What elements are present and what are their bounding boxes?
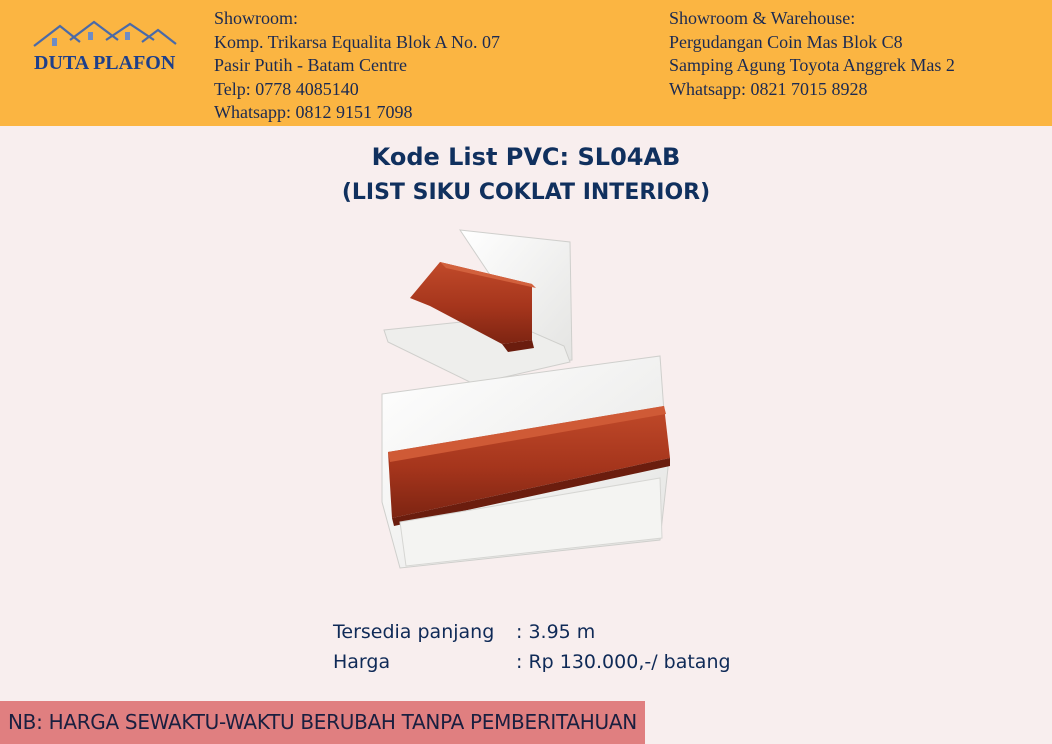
price-notice-text: NB: HARGA SEWAKTU-WAKTU BERUBAH TANPA PE…	[8, 710, 637, 734]
pvc-corner-trim-image	[370, 222, 690, 582]
logo-text: DUTA PLAFON	[34, 52, 176, 74]
showroom-title: Showroom:	[214, 8, 299, 28]
spec-value: : 3.95 m	[516, 621, 596, 643]
showroom-address: Showroom: Komp. Trikarsa Equalita Blok A…	[214, 7, 500, 125]
warehouse-line: Pergudangan Coin Mas Blok C8	[669, 31, 903, 52]
header-banner: DUTA PLAFON Showroom: Komp. Trikarsa Equ…	[0, 0, 1052, 126]
product-subtitle: (LIST SIKU COKLAT INTERIOR)	[341, 180, 711, 205]
showroom-phone: Telp: 0778 4085140	[214, 78, 359, 99]
spec-label: Harga	[333, 651, 391, 673]
spec-value: : Rp 130.000,-/ batang	[516, 651, 731, 673]
spec-label: Tersedia panjang	[333, 621, 495, 643]
warehouse-whatsapp: Whatsapp: 0821 7015 8928	[669, 78, 868, 99]
showroom-line: Komp. Trikarsa Equalita Blok A No. 07	[214, 31, 501, 52]
showroom-whatsapp: Whatsapp: 0812 9151 7098	[214, 102, 413, 122]
product-illustration	[381, 229, 670, 569]
warehouse-address: Showroom & Warehouse: Pergudangan Coin M…	[669, 7, 955, 101]
showroom-line: Pasir Putih - Batam Centre	[214, 55, 407, 75]
price-notice-banner: NB: HARGA SEWAKTU-WAKTU BERUBAH TANPA PE…	[0, 701, 645, 744]
house-roofs-logo-icon	[33, 20, 177, 47]
warehouse-line: Samping Agung Toyota Anggrek Mas 2	[669, 55, 955, 75]
logo: DUTA PLAFON	[30, 18, 180, 78]
warehouse-title: Showroom & Warehouse:	[669, 8, 856, 28]
product-code-title: Kode List PVC: SL04AB	[371, 143, 681, 171]
